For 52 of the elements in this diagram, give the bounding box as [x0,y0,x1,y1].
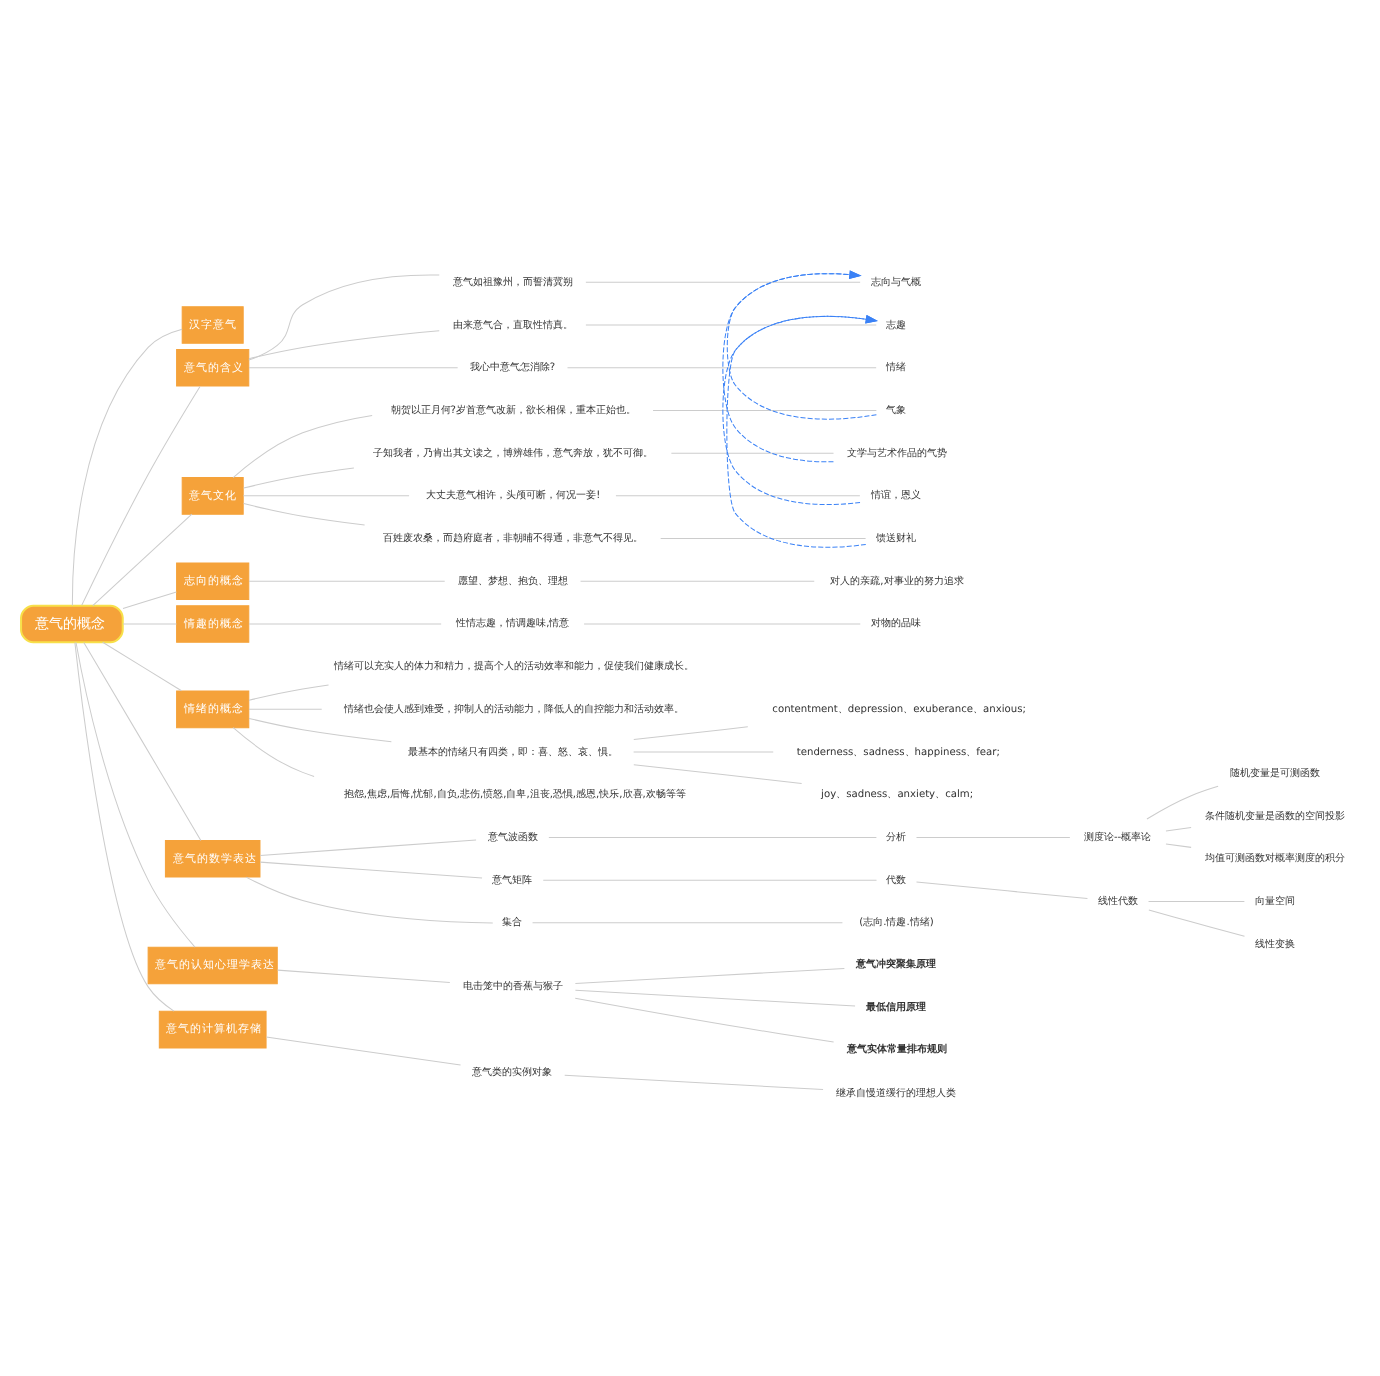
connector [102,641,182,692]
connector [564,1074,824,1091]
connector [259,861,483,879]
connector [245,876,494,924]
connector [542,879,878,881]
connector [277,969,451,983]
connector [1148,909,1245,937]
connector [660,538,867,540]
connector [243,467,355,489]
connector [633,726,749,740]
connector [548,836,877,838]
connector [243,503,366,526]
connector [248,684,330,701]
connector [242,495,410,497]
connector [574,997,835,1043]
connector [1165,827,1192,832]
connector [81,385,201,606]
connector [71,328,183,606]
connector [74,642,175,1012]
connector [232,727,315,777]
connector [259,839,477,856]
connector [248,708,323,710]
connector [567,367,877,369]
connector [83,641,202,841]
connector [1165,843,1192,848]
arrow [722,270,862,463]
arrow [726,270,877,420]
connector [92,513,193,607]
connector [652,409,877,411]
arrow [726,314,878,548]
connector [248,367,459,369]
arrow [722,314,878,506]
connector [916,836,1071,838]
connector [248,580,446,582]
connector [670,452,835,454]
connector [916,881,1088,900]
connector [232,414,373,479]
connector [248,274,440,361]
connector [574,967,845,984]
connector [615,495,861,497]
connector [75,641,196,948]
connector [1148,901,1245,902]
connector [633,764,803,785]
connector [574,989,856,1007]
connector [248,717,392,743]
connector [265,1036,462,1066]
connector [248,330,440,360]
connector [580,580,815,582]
connector [1146,785,1219,820]
connector [585,281,861,283]
connector [122,591,177,610]
connector [532,922,843,924]
